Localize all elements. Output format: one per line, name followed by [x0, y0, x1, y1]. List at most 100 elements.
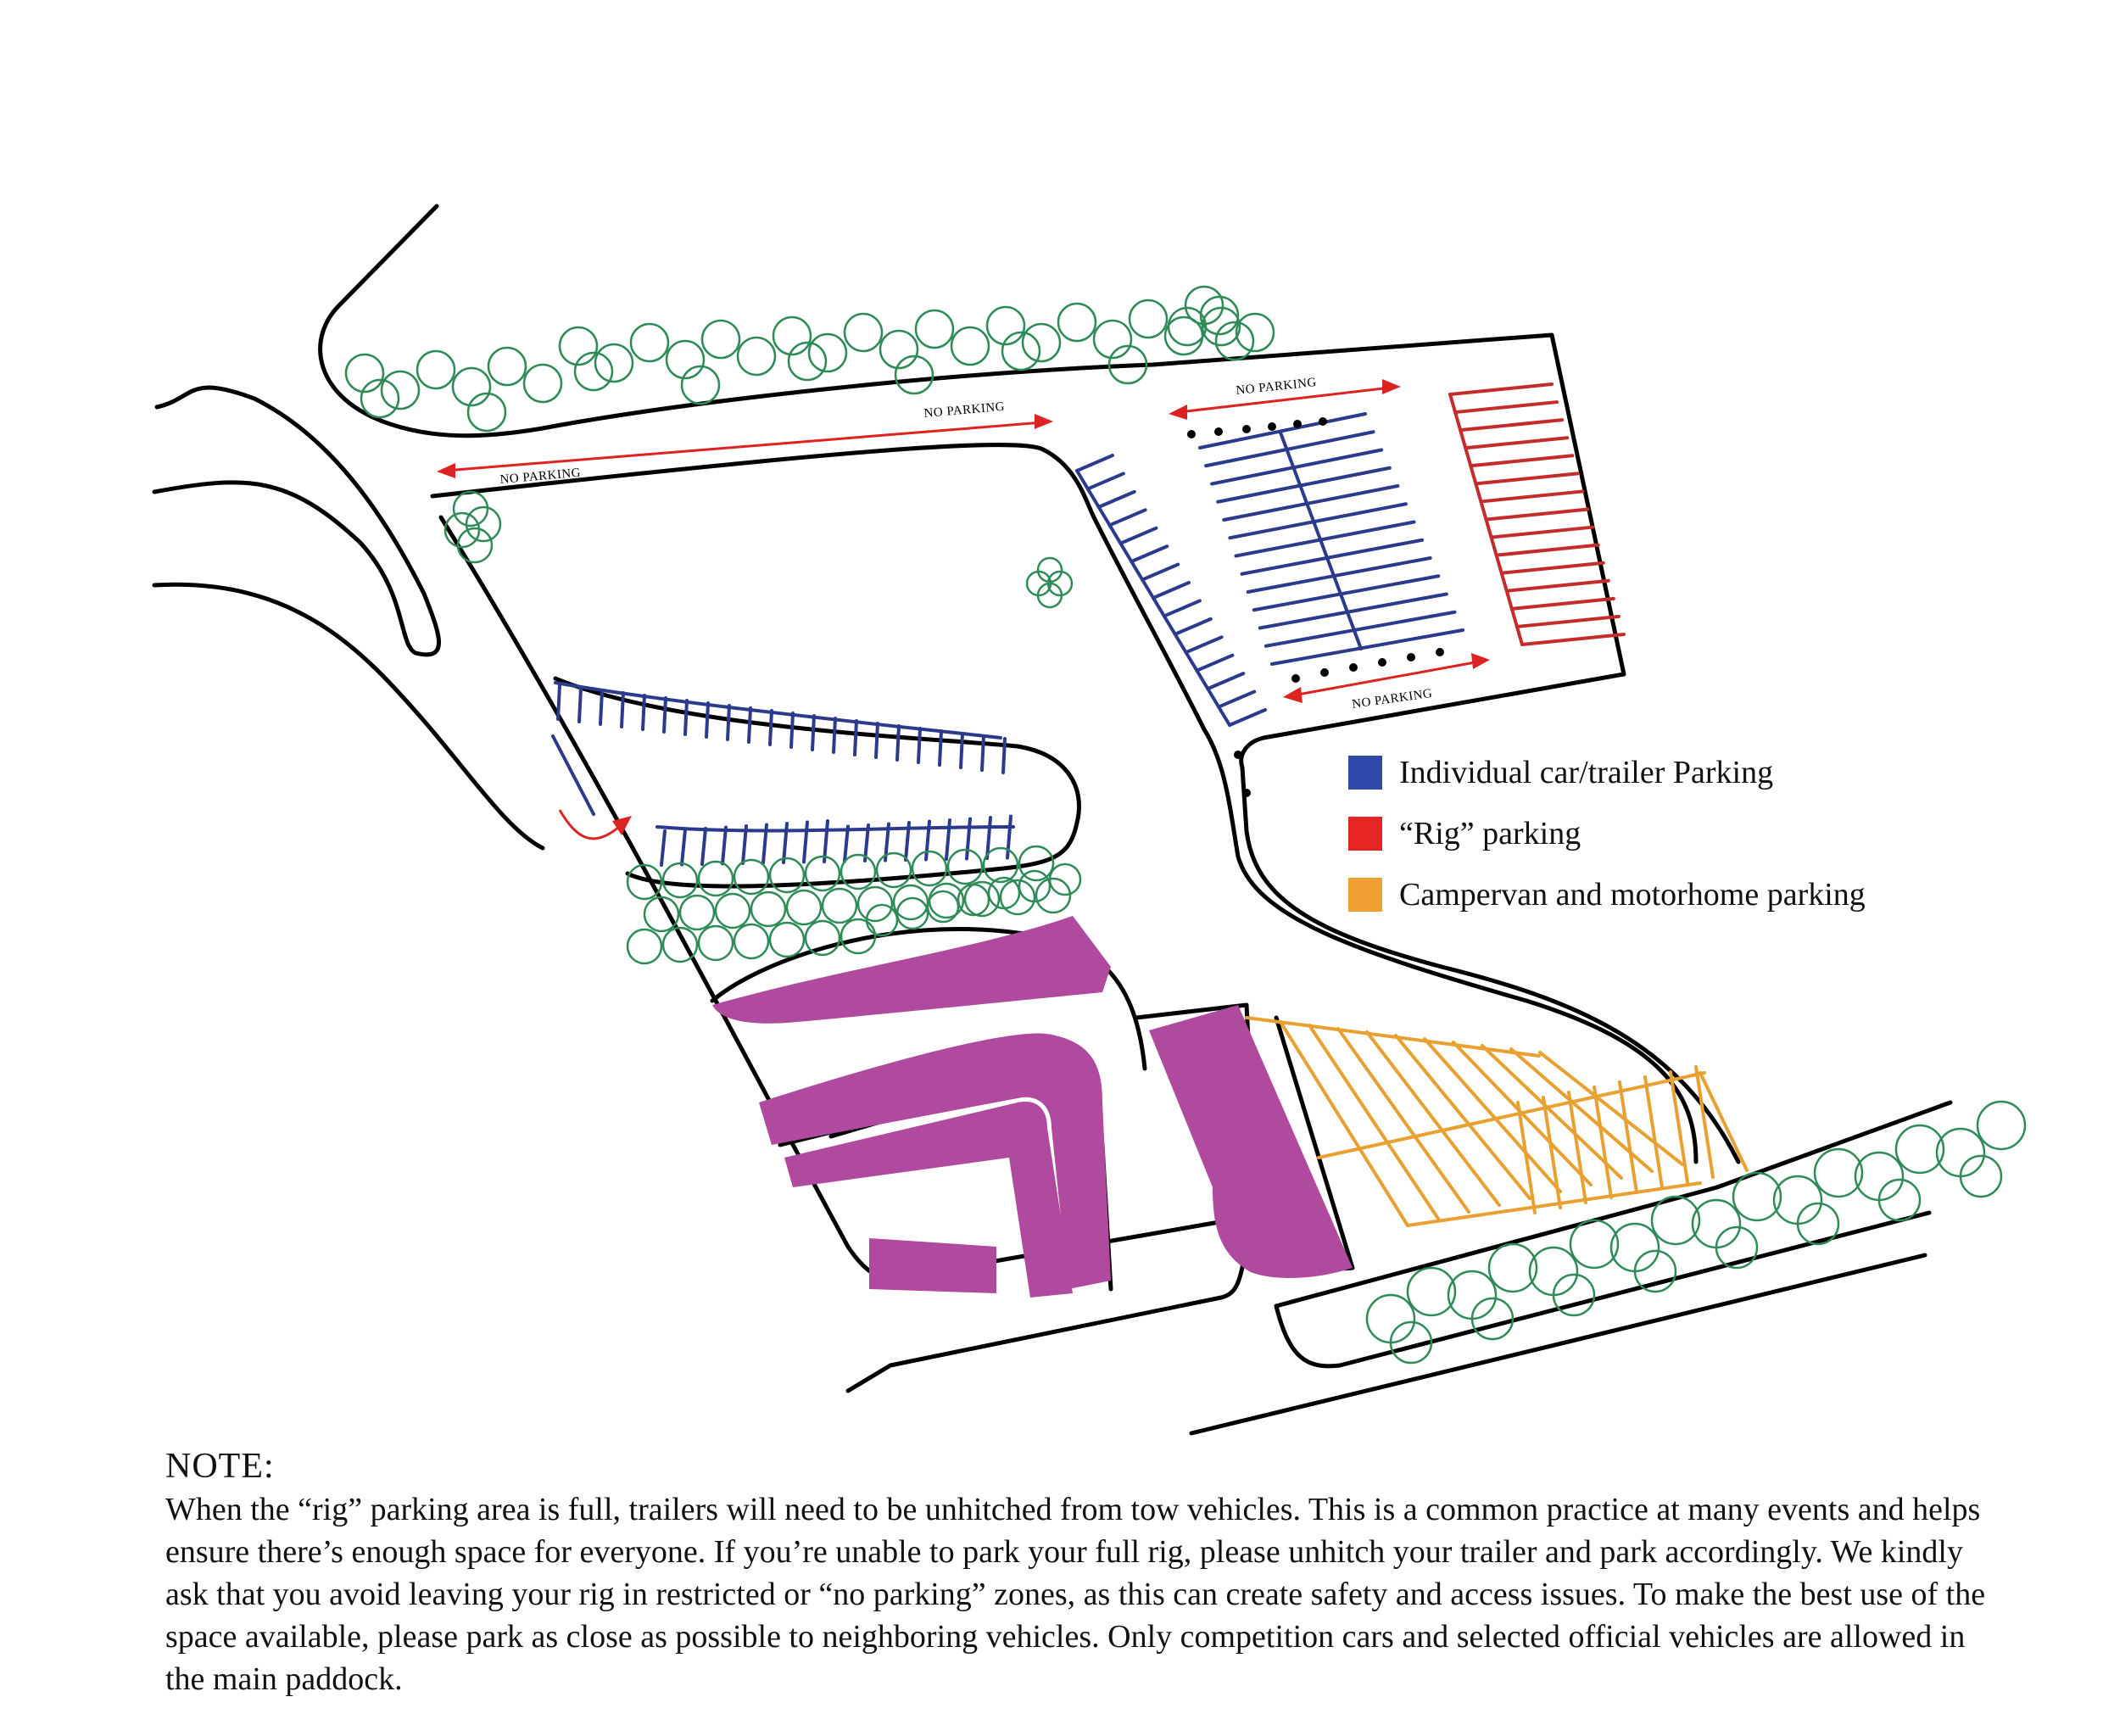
- tree-icon: [840, 918, 877, 955]
- tree-icon: [999, 879, 1036, 916]
- tree-icon: [1470, 1297, 1514, 1341]
- parking-stall: [1085, 472, 1125, 491]
- parking-map: NO PARKING NO PARKING NO PARKING NO PARK…: [152, 204, 2027, 1436]
- parking-stall: [1162, 599, 1202, 618]
- tree-icon: [1389, 1320, 1433, 1365]
- tree-icon: [807, 332, 848, 373]
- no-parking-label-3: NO PARKING: [1236, 376, 1318, 398]
- parking-stall: [1252, 574, 1441, 612]
- parking-stall: [1246, 556, 1432, 594]
- bollard-dot: [1187, 430, 1196, 438]
- parking-stall: [895, 724, 901, 762]
- tree-icon: [697, 860, 734, 897]
- parking-stall: [1240, 538, 1425, 576]
- parking-stall: [1107, 508, 1147, 527]
- tree-icon: [1201, 306, 1241, 347]
- tree-icon: [1184, 285, 1224, 326]
- parking-stall: [1118, 526, 1158, 545]
- parking-stall: [705, 701, 710, 739]
- tree-icon: [1167, 306, 1208, 347]
- main-paddock: [712, 916, 1353, 1298]
- tree-icon: [466, 392, 507, 433]
- parking-stall: [904, 821, 911, 862]
- tree-icon: [1035, 877, 1072, 914]
- parking-stall: [985, 816, 992, 860]
- parking-stall: [1216, 466, 1392, 504]
- tree-icon: [957, 883, 990, 917]
- tree-icon: [465, 505, 502, 543]
- rig-stall: [1464, 436, 1570, 450]
- tree-icon: [626, 928, 663, 965]
- tree-icon: [987, 876, 1021, 910]
- legend-item-individual: Individual car/trailer Parking: [1348, 742, 1866, 803]
- campervan-stall: [1538, 1051, 1684, 1166]
- parking-stall: [641, 694, 646, 731]
- tree-icon: [879, 329, 919, 370]
- bollard-dot: [1378, 658, 1386, 667]
- campervan-stall: [1336, 1027, 1470, 1214]
- parking-stall: [1195, 653, 1235, 673]
- bollard-dot: [1436, 648, 1444, 656]
- parking-stall: [577, 686, 583, 723]
- rig-stall: [1469, 454, 1575, 468]
- tree-icon: [1487, 1242, 1538, 1293]
- tree-icon: [643, 896, 680, 933]
- campervan-stall: [1365, 1030, 1501, 1207]
- paddock-area-inner: [784, 1102, 1073, 1298]
- tree-icon: [894, 354, 934, 395]
- rig-stall: [1474, 472, 1580, 486]
- rig-stall: [1489, 525, 1595, 539]
- parking-stall: [874, 722, 879, 759]
- parking-stall: [811, 714, 816, 751]
- tree-icon: [416, 349, 456, 390]
- tree-icon: [750, 890, 787, 928]
- no-parking-label-4: NO PARKING: [1351, 687, 1433, 712]
- parking-stall: [945, 818, 951, 861]
- tree-icon: [629, 322, 670, 363]
- tree-icon: [1365, 1293, 1416, 1344]
- campervan-stall: [1694, 1065, 1715, 1179]
- parking-stall: [741, 824, 748, 865]
- rig-parking-stalls: [1448, 382, 1626, 646]
- legend-label: Campervan and motorhome parking: [1399, 877, 1866, 913]
- tree-icon: [452, 490, 489, 527]
- tree-icon: [914, 309, 955, 349]
- tree-icon: [1732, 1171, 1782, 1222]
- parking-stall: [1006, 814, 1012, 860]
- tree-icon: [840, 853, 877, 890]
- tree-icon: [1650, 1195, 1701, 1246]
- no-parking-label-2: NO PARKING: [923, 400, 1006, 421]
- tree-icon: [985, 305, 1026, 346]
- paddock-area-top: [712, 916, 1111, 1024]
- parking-stall: [1096, 489, 1136, 509]
- parking-stall: [768, 709, 773, 746]
- tree-icon: [443, 511, 481, 549]
- tree-icon: [982, 846, 1019, 884]
- tree-icon: [768, 921, 806, 958]
- tree-icon: [697, 924, 734, 962]
- campervan-stall: [1567, 1091, 1587, 1204]
- individual-parking-stalls: [551, 412, 1464, 867]
- tree-icon: [733, 923, 770, 960]
- parking-stall: [1198, 412, 1367, 449]
- tree-icon: [1552, 1273, 1596, 1317]
- bollard-dot: [1320, 668, 1329, 677]
- tree-icon: [1092, 319, 1133, 360]
- paddock-area-right: [1149, 1005, 1353, 1278]
- tree-icon: [768, 857, 806, 894]
- parking-stall: [721, 825, 728, 866]
- tree-icon: [594, 343, 634, 383]
- tree-icon: [911, 850, 948, 887]
- tree-icon: [946, 848, 984, 885]
- tree-icon: [380, 370, 421, 410]
- tree-icon: [344, 353, 385, 394]
- legend-swatch-blue: [1348, 756, 1382, 790]
- tree-icon: [661, 862, 699, 899]
- parking-stall: [556, 684, 561, 721]
- tree-icon: [843, 312, 884, 353]
- tree-icon: [821, 887, 858, 924]
- parking-stall: [683, 699, 689, 736]
- rig-stall: [1499, 561, 1605, 575]
- tree-icon: [700, 319, 741, 360]
- campervan-stall: [1643, 1075, 1664, 1189]
